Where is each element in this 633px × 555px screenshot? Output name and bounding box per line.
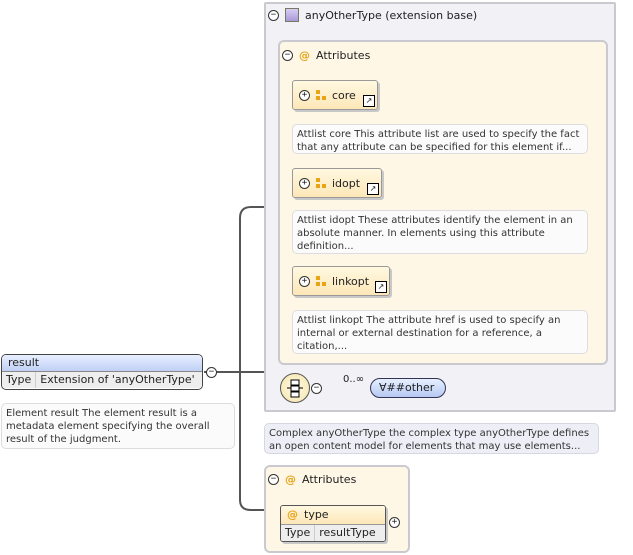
attribute-group-name: core — [332, 88, 356, 102]
sequence-compositor[interactable] — [280, 373, 310, 403]
attribute-group-icon — [316, 90, 326, 100]
attribute-at-icon: @ — [287, 508, 298, 521]
attribute-group-name: linkopt — [332, 274, 370, 288]
attribute-type-value: resultType — [319, 526, 376, 539]
attribute-group-icon — [316, 178, 326, 188]
expand-toggle-icon[interactable]: + — [389, 517, 400, 528]
attribute-group-idopt[interactable]: + idopt ↗ — [292, 168, 382, 198]
own-attributes-header: − @ Attributes — [268, 473, 356, 486]
attribute-group-icon — [316, 276, 326, 286]
collapse-toggle-icon[interactable]: − — [282, 50, 293, 61]
attribute-group-core-doc: Attlist core This attribute list are use… — [292, 124, 588, 154]
attribute-name: type — [304, 508, 329, 521]
expand-toggle-icon[interactable]: + — [299, 89, 310, 101]
external-link-icon[interactable]: ↗ — [375, 281, 387, 293]
complex-type-icon — [285, 8, 299, 22]
attribute-group-linkopt[interactable]: + linkopt ↗ — [292, 266, 390, 296]
collapse-toggle-icon[interactable]: − — [268, 9, 279, 21]
attributes-title: Attributes — [316, 49, 371, 62]
external-link-icon[interactable]: ↗ — [367, 183, 379, 195]
expand-toggle-icon[interactable]: + — [299, 177, 310, 189]
attribute-group-linkopt-doc: Attlist linkopt The attribute href is us… — [292, 310, 588, 354]
any-wildcard[interactable]: ∀##other — [370, 378, 446, 398]
own-attributes-title: Attributes — [302, 473, 357, 486]
inherited-attributes-header: − @ Attributes — [282, 49, 370, 62]
sequence-icon — [287, 379, 303, 398]
attribute-group-core[interactable]: + core ↗ — [292, 80, 378, 110]
complex-type-header: − anyOtherType (extension base) — [268, 8, 477, 22]
element-doc: Element result The element result is a m… — [1, 403, 235, 449]
complex-type-title: anyOtherType (extension base) — [305, 8, 478, 22]
collapse-toggle-icon[interactable]: − — [311, 383, 322, 394]
complex-type-doc: Complex anyOtherType the complex type an… — [264, 423, 599, 454]
element-name: result — [2, 355, 202, 372]
attribute-at-icon: @ — [299, 49, 310, 62]
attribute-type-label: Type — [281, 525, 316, 541]
attribute-group-name: idopt — [332, 176, 361, 190]
element-type-label: Type — [2, 372, 37, 388]
external-link-icon[interactable]: ↗ — [363, 95, 375, 107]
element-result[interactable]: result Type Extension of 'anyOtherType' — [1, 354, 203, 390]
attribute-group-idopt-doc: Attlist idopt These attributes identify … — [292, 210, 588, 254]
collapse-toggle-icon[interactable]: − — [268, 474, 279, 485]
element-type-value: Extension of 'anyOtherType' — [40, 373, 195, 386]
collapse-toggle-icon[interactable]: − — [206, 367, 217, 378]
attribute-at-icon: @ — [285, 473, 296, 486]
attribute-type[interactable]: @ type Type resultType — [280, 505, 386, 542]
expand-toggle-icon[interactable]: + — [299, 275, 310, 287]
wildcard-cardinality: 0..∞ — [343, 374, 365, 385]
